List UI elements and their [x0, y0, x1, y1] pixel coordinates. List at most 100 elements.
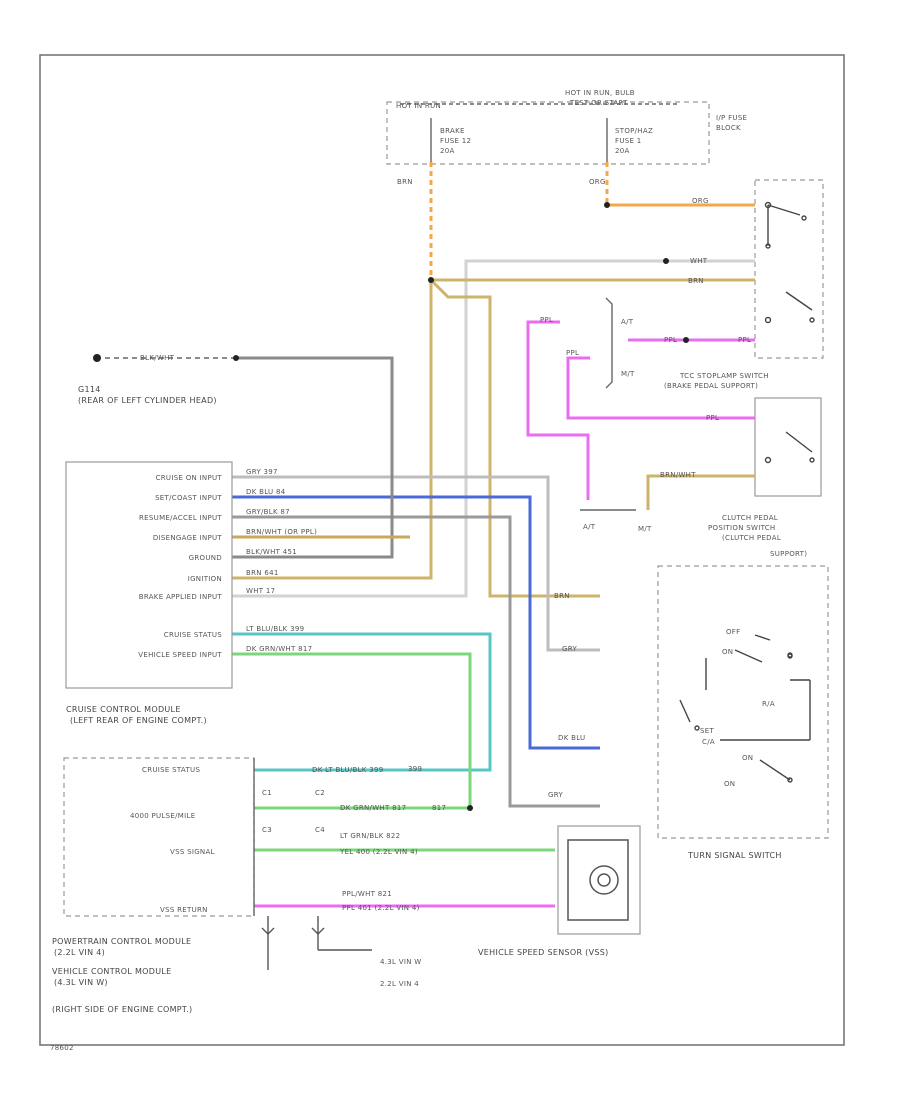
- splice-dots: [428, 202, 689, 343]
- wire-white-label: WHT: [690, 257, 708, 265]
- vss-sensor-icon: [567, 839, 629, 921]
- green-splice: [467, 805, 473, 811]
- cruise-input-label: CRUISE ON INPUT: [156, 474, 223, 482]
- wire-green: [232, 652, 472, 810]
- cruise-input-label: IGNITION: [188, 575, 222, 583]
- wire-pink-mid-label: PPL: [664, 336, 677, 344]
- cruise-wire-label: GRY/BLK 87: [246, 508, 290, 516]
- ground-name: G114: [78, 385, 101, 394]
- turn-signal-contacts: [679, 634, 811, 783]
- wire-tan-clutch: [646, 474, 755, 510]
- turn-pos-set: SET: [700, 727, 714, 735]
- clutch-label-3: (CLUTCH PEDAL: [722, 534, 781, 542]
- ground-point: [93, 354, 101, 362]
- turn-signal-label: TURN SIGNAL SWITCH: [687, 851, 782, 860]
- tcc-label-2: (BRAKE PEDAL SUPPORT): [664, 382, 758, 390]
- mt-label-2: M/T: [638, 525, 652, 533]
- ground-splice: [233, 355, 239, 361]
- stop-fuse-number: FUSE 1: [615, 137, 642, 145]
- cruise-input-label: SET/COAST INPUT: [155, 494, 222, 502]
- turn-pos-on-3: ON: [724, 780, 735, 788]
- turn-pos-ca: C/A: [702, 738, 715, 746]
- at-label: A/T: [621, 318, 634, 326]
- cruise-wire-label: BRN/WHT (OR PPL): [246, 528, 317, 536]
- at-label-2: A/T: [583, 523, 596, 531]
- ip-fuse-block: [386, 101, 710, 165]
- ip-fuse-label-2: BLOCK: [716, 124, 741, 132]
- cruise-input-label: DISENGAGE INPUT: [153, 534, 223, 542]
- wire-ground: [232, 356, 394, 559]
- pcm-name-5: (RIGHT SIDE OF ENGINE COMPT.): [52, 1005, 192, 1014]
- cruise-module-location: (LEFT REAR OF ENGINE COMPT.): [70, 716, 207, 725]
- clutch-label-1: CLUTCH PEDAL: [722, 514, 778, 522]
- pcm-label-vss-return: VSS RETURN: [160, 906, 208, 914]
- ground-wire-label: BLK/WHT: [140, 354, 175, 362]
- pcm-conn-c4: C4: [315, 826, 325, 834]
- brake-fuse-name: BRAKE: [440, 127, 465, 135]
- brake-fuse-number: FUSE 12: [440, 137, 471, 145]
- wire-pink-clutch-label: PPL: [706, 414, 719, 422]
- ground-location: (REAR OF LEFT CYLINDER HEAD): [78, 396, 217, 405]
- vss-box: [557, 825, 641, 935]
- pcm-engine-2: 2.2L VIN 4: [380, 980, 419, 988]
- turn-pos-on-2: ON: [742, 754, 753, 762]
- wire-orange-label: ORG: [589, 178, 606, 186]
- pcm-wire-1: DK LT BLU/BLK 399: [312, 766, 383, 774]
- cruise-wire-label: WHT 17: [246, 587, 275, 595]
- cruise-wire-label: DK BLU 84: [246, 488, 286, 496]
- stop-fuse-rating: 20A: [615, 147, 630, 155]
- wire-cyan-label: 399: [408, 765, 422, 773]
- cruise-input-label: GROUND: [189, 554, 222, 562]
- clutch-label-4: SUPPORT): [770, 550, 807, 558]
- pcm-engine-1: 4.3L VIN W: [380, 958, 422, 966]
- wire-tan-turn-label: BRN: [554, 592, 570, 600]
- cruise-wire-label: BRN 641: [246, 569, 279, 577]
- tcc-label-1: TCC STOPLAMP SWITCH: [679, 372, 769, 380]
- tcc-stoplamp-switch-box: [754, 179, 824, 359]
- wire-pink-at: [526, 320, 590, 500]
- cruise-wire-label: BLK/WHT 451: [246, 548, 297, 556]
- wire-blue: [232, 495, 600, 750]
- wire-tan-clutch-label: BRN/WHT: [660, 471, 696, 479]
- pcm-wire-3: LT GRN/BLK 822: [340, 832, 400, 840]
- wire-pink-mt: [566, 356, 755, 420]
- pcm-name-3: VEHICLE CONTROL MODULE: [52, 967, 171, 976]
- wire-green-label: 817: [432, 804, 446, 812]
- wire-pink-mt-label: PPL: [566, 349, 579, 357]
- pcm-grounds: [261, 916, 372, 970]
- cruise-input-label: BRAKE APPLIED INPUT: [139, 593, 223, 601]
- wire-grey-label: GRY: [562, 645, 577, 653]
- pcm-box: [63, 757, 255, 917]
- pcm-conn-c2: C2: [315, 789, 325, 797]
- turn-signal-switch-box: [657, 565, 829, 839]
- brake-fuse-rating: 20A: [440, 147, 455, 155]
- mt-label: M/T: [621, 370, 635, 378]
- cruise-wire-label: LT BLU/BLK 399: [246, 625, 304, 633]
- turn-pos-on: ON: [722, 648, 733, 656]
- footer-id: 78602: [50, 1044, 74, 1052]
- tcc-switch-contacts: [764, 201, 815, 464]
- cruise-module-labels: CRUISE ON INPUT SET/COAST INPUT RESUME/ACC…: [138, 468, 317, 659]
- wire-pink-right-label: PPL: [738, 336, 751, 344]
- pcm-wire-4: YEL 400 (2.2L VIN 4): [339, 848, 418, 856]
- cruise-input-label: CRUISE STATUS: [164, 631, 222, 639]
- wire-pink-at-label: PPL: [540, 316, 553, 324]
- wire-blue-label: DK BLU: [558, 734, 585, 742]
- pcm-conn-c1: C1: [262, 789, 272, 797]
- cruise-control-module-box: [65, 461, 233, 689]
- pcm-label-vss-signal: VSS SIGNAL: [170, 848, 215, 856]
- pcm-wire-5: PPL/WHT 821: [342, 890, 392, 898]
- pcm-label-cruise-status: CRUISE STATUS: [142, 766, 200, 774]
- pcm-wire-2: DK GRN/WHT 817: [340, 804, 406, 812]
- cruise-input-label: RESUME/ACCEL INPUT: [139, 514, 222, 522]
- wire-tan-top-label: BRN: [688, 277, 704, 285]
- wire-tan-turn: [429, 278, 600, 598]
- hot-bulb-label: HOT IN RUN, BULB: [565, 89, 635, 97]
- wire-brn-feed-label: BRN: [397, 178, 413, 186]
- wire-tan-ign: [232, 280, 433, 580]
- pcm-conn-c3: C3: [262, 826, 272, 834]
- ip-fuse-label: I/P FUSE: [716, 114, 747, 122]
- cruise-wire-label: GRY 397: [246, 468, 278, 476]
- clutch-label-2: POSITION SWITCH: [708, 524, 776, 532]
